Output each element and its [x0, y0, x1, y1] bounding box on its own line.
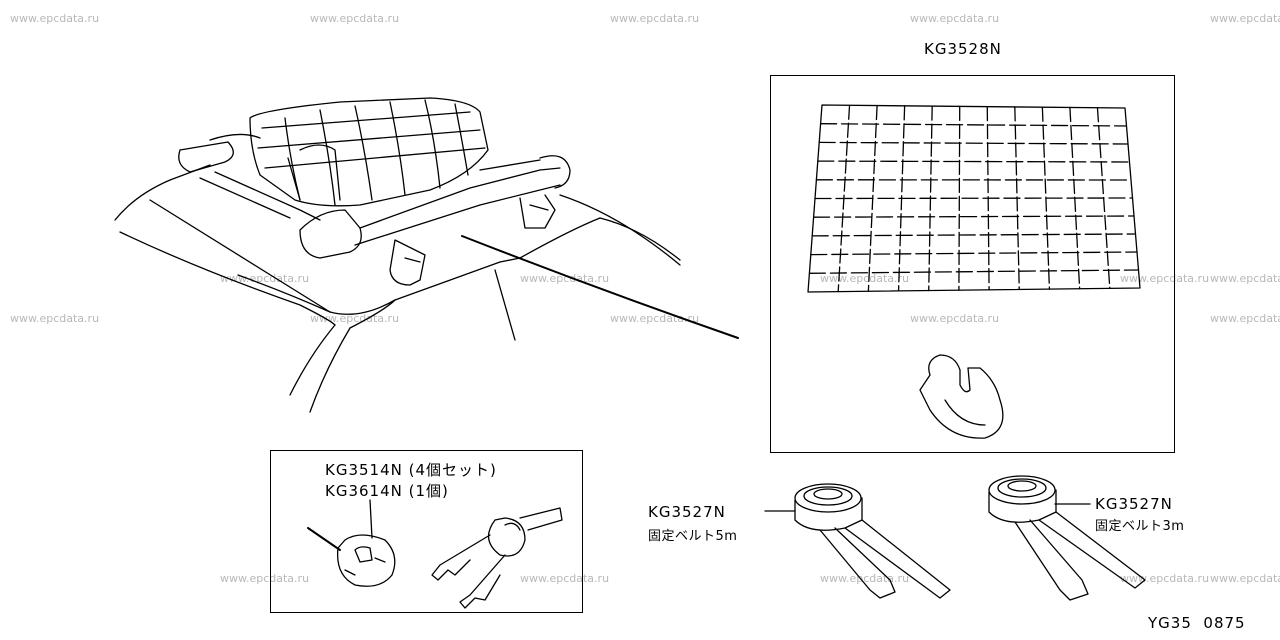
belt-3m-desc: 固定ベルト3m	[1095, 519, 1185, 534]
watermark-text: www.epcdata.ru	[520, 572, 610, 585]
watermark-text: www.epcdata.ru	[910, 12, 1000, 25]
cargo-net-box	[770, 75, 1175, 453]
watermark-text: www.epcdata.ru	[820, 572, 910, 585]
cargo-bundle	[249, 97, 489, 207]
roof-rack	[178, 133, 571, 286]
leader-lines	[764, 503, 1091, 512]
watermark-text: www.epcdata.ru	[1210, 12, 1280, 25]
watermark-text: www.epcdata.ru	[10, 312, 100, 325]
watermark-text: www.epcdata.ru	[310, 312, 400, 325]
watermark-text: www.epcdata.ru	[910, 312, 1000, 325]
watermark-text: www.epcdata.ru	[520, 272, 610, 285]
belt-3m-code: KG3527N	[1095, 495, 1173, 513]
keys	[431, 507, 563, 609]
watermark-text: www.epcdata.ru	[610, 312, 700, 325]
net-hook	[919, 354, 1004, 439]
belt-5m-desc: 固定ベルト5m	[648, 529, 738, 544]
diagram-code: YG35 0875	[1148, 614, 1246, 632]
belt-5m-drawing	[794, 483, 951, 599]
watermark-text: www.epcdata.ru	[1210, 272, 1280, 285]
watermark-text: www.epcdata.ru	[820, 272, 910, 285]
watermark-text: www.epcdata.ru	[310, 12, 400, 25]
watermark-text: www.epcdata.ru	[610, 12, 700, 25]
key-cylinder	[307, 499, 396, 587]
lock-set-code: KG3514N (4個セット)	[325, 461, 497, 479]
cargo-net-code: KG3528N	[924, 40, 1002, 58]
car-roof	[114, 164, 681, 413]
watermark-text: www.epcdata.ru	[220, 272, 310, 285]
pointer-arrow	[461, 235, 739, 339]
lock-set-box	[270, 450, 583, 613]
watermark-text: www.epcdata.ru	[10, 12, 100, 25]
lock-single-code: KG3614N (1個)	[325, 482, 449, 500]
watermark-text: www.epcdata.ru	[1210, 312, 1280, 325]
watermark-text: www.epcdata.ru	[1120, 272, 1210, 285]
belt-3m-drawing	[988, 475, 1146, 601]
belt-5m-code: KG3527N	[648, 503, 726, 521]
cargo-net	[807, 104, 1141, 293]
watermark-text: www.epcdata.ru	[1210, 572, 1280, 585]
watermark-text: www.epcdata.ru	[220, 572, 310, 585]
